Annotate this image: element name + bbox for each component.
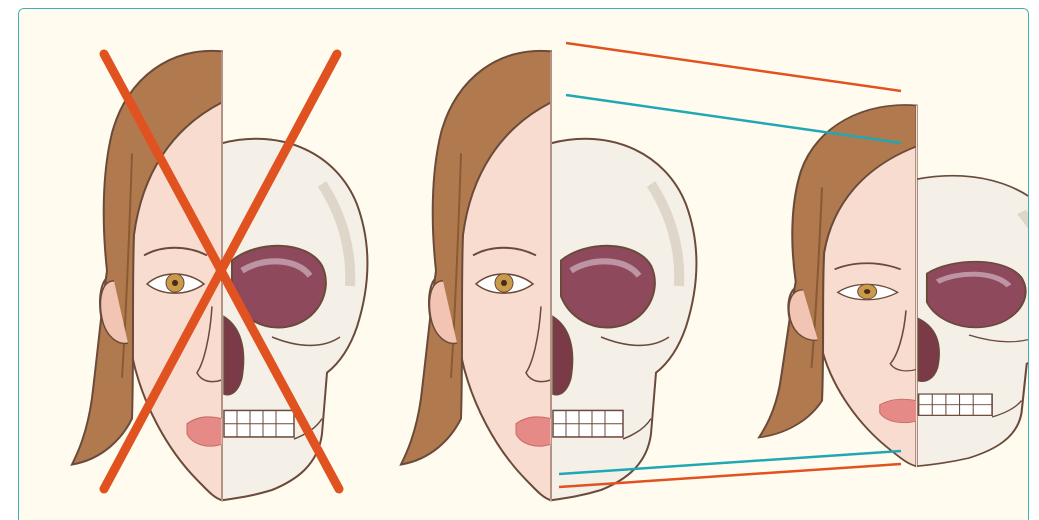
illustration-panel [18,8,1029,520]
face-skull-illustration [19,9,1029,520]
